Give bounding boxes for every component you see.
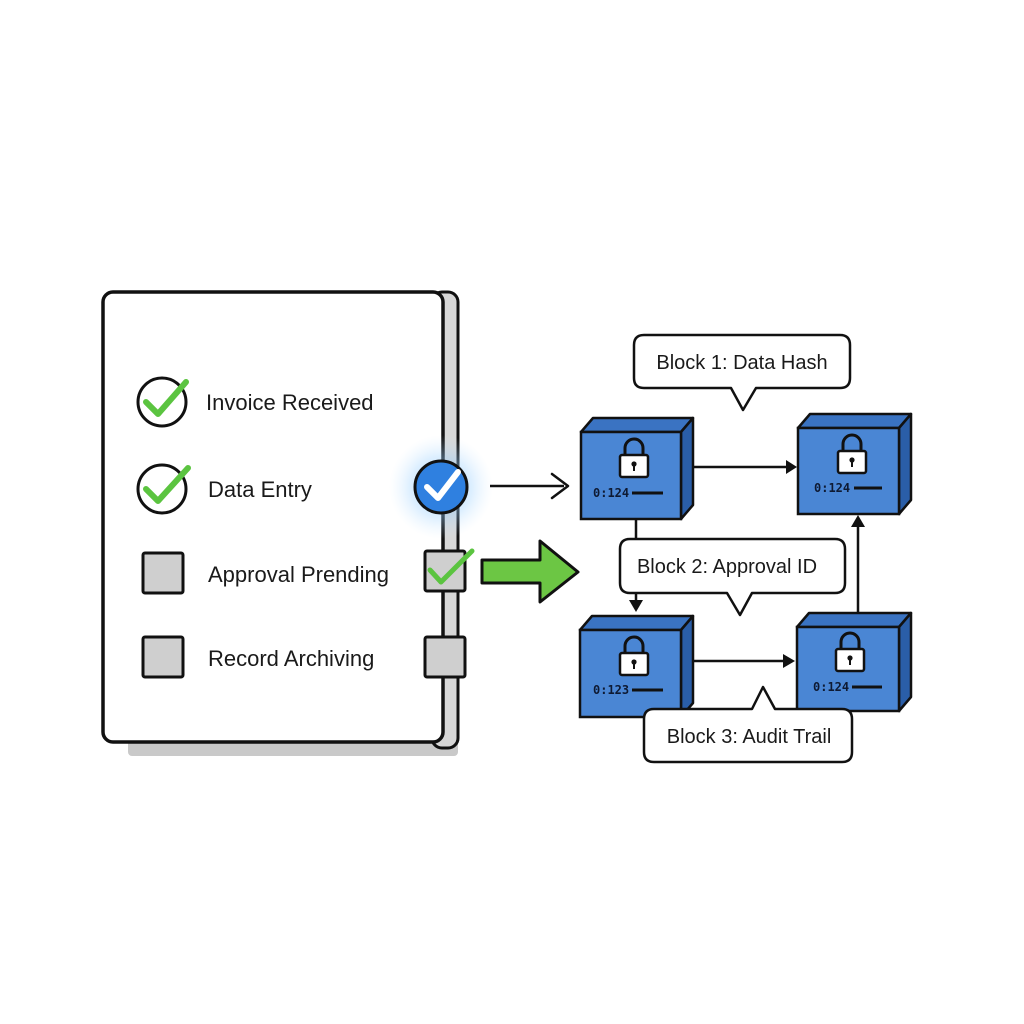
rail-checkbox-icon <box>423 549 467 593</box>
rail-checkbox-icon <box>423 635 467 679</box>
lock-icon <box>836 433 868 475</box>
arrow-block3-to-block4 <box>693 654 795 668</box>
thin-arrow-to-block-1 <box>490 472 570 500</box>
checklist-item-approval-pending[interactable]: Approval Prending <box>141 551 389 595</box>
checklist-item-record-archiving[interactable]: Record Archiving <box>141 635 374 679</box>
chain-block[interactable]: 0:123 <box>578 614 695 719</box>
lock-icon <box>618 635 650 677</box>
green-arrow-icon <box>480 539 580 604</box>
block-id-label: 0:124 <box>593 486 629 500</box>
lock-icon <box>618 437 650 479</box>
callout-text: Block 2: Approval ID <box>637 556 817 578</box>
rail-marker-archiving[interactable] <box>423 635 467 679</box>
check-circle-icon <box>136 376 188 428</box>
block-id-label: 0:123 <box>593 683 629 697</box>
callout-block-1: Block 1: Data Hash <box>632 333 852 412</box>
checklist-item-data-entry[interactable]: Data Entry <box>136 463 312 515</box>
chain-block[interactable]: 0:124 <box>795 611 913 713</box>
callout-block-3: Block 3: Audit Trail <box>642 685 854 764</box>
checkbox-icon <box>141 635 185 679</box>
chain-block[interactable]: 0:124 <box>796 412 913 516</box>
lock-icon <box>834 631 866 673</box>
block-id-label: 0:124 <box>814 481 850 495</box>
rail-marker-active[interactable] <box>413 459 469 515</box>
checklist-item-label: Approval Prending <box>208 562 389 587</box>
callout-text: Block 3: Audit Trail <box>667 726 832 748</box>
chain-block[interactable]: 0:124 <box>579 416 695 521</box>
check-circle-icon <box>136 463 188 515</box>
checkmark-icon <box>427 548 475 585</box>
checklist-item-invoice-received[interactable]: Invoice Received <box>136 376 374 428</box>
arrowhead-icon <box>629 600 643 612</box>
block-id-label: 0:124 <box>813 680 849 694</box>
arrow-block4-up-to-block2 <box>851 515 865 612</box>
white-checkmark-icon <box>424 469 461 501</box>
arrowhead-icon <box>786 460 797 474</box>
checklist-item-label: Data Entry <box>208 477 312 502</box>
checklist-item-label: Record Archiving <box>208 646 374 671</box>
arrowhead-icon <box>851 515 865 527</box>
checkmark-icon <box>143 379 189 417</box>
checkbox-icon <box>141 551 185 595</box>
callout-text: Block 1: Data Hash <box>656 352 827 374</box>
rail-marker-approval[interactable] <box>423 548 475 593</box>
blue-check-circle-icon <box>413 459 469 515</box>
checklist-panel: Invoice Received Data Entry Approval Pre… <box>101 290 493 756</box>
callout-block-2: Block 2: Approval ID <box>618 537 847 617</box>
arrow-block1-to-block2 <box>693 460 797 474</box>
checkmark-icon <box>143 465 191 504</box>
checklist-item-label: Invoice Received <box>206 390 374 415</box>
arrowhead-icon <box>783 654 795 668</box>
arrowhead-icon <box>550 472 570 500</box>
